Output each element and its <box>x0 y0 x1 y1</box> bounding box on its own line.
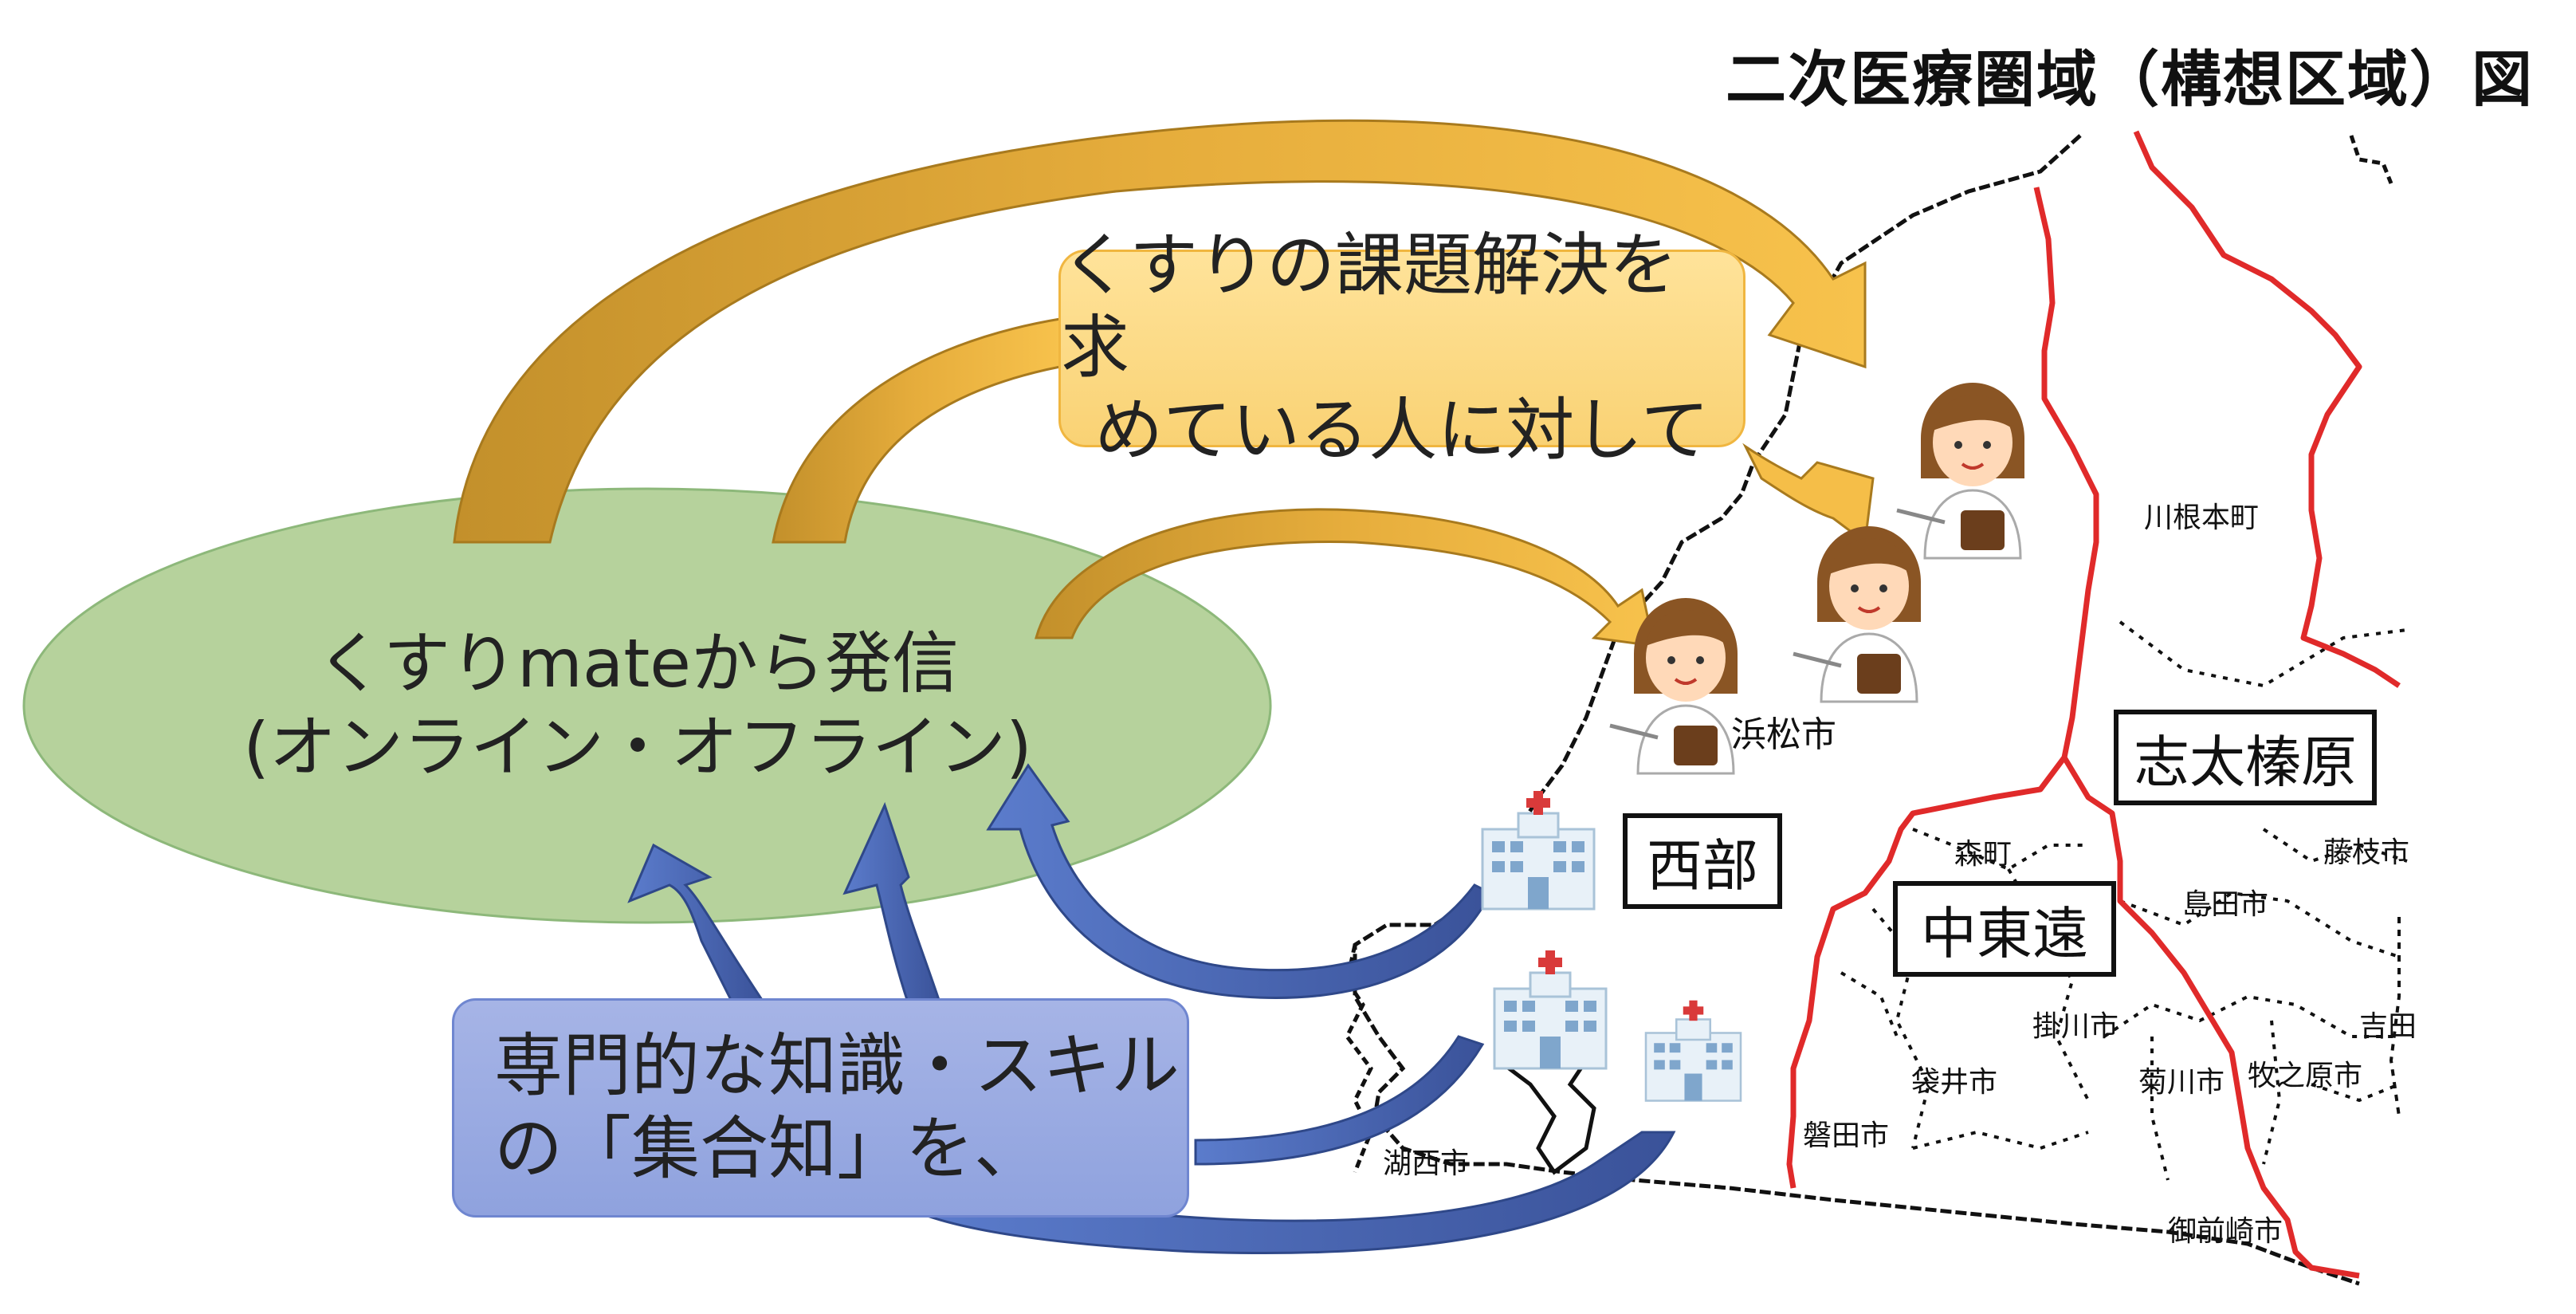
blue-arrows <box>627 763 1676 1254</box>
map-outline <box>1353 134 2360 1286</box>
gold-arrow-medium <box>772 317 1062 544</box>
region-shida: 志太榛原 <box>2114 710 2377 805</box>
knowledge-callout-line-2: の「集合知」を、 <box>494 1108 1043 1189</box>
gold-arrow-large <box>453 119 1867 544</box>
ellipse-line-1: くすりmateから発信 <box>316 624 959 702</box>
region-seibu: 西部 <box>1623 813 1782 909</box>
target-callout-line-2: めている人に対して <box>1094 390 1710 470</box>
gold-arrows <box>453 119 1875 647</box>
place-morimachi: 森町 <box>1954 838 2012 871</box>
place-hamamatsu: 浜松市 <box>1731 714 1836 755</box>
target-callout: くすりの課題解決を求 めている人に対して <box>1058 226 1745 470</box>
region-chutoen: 中東遠 <box>1893 881 2116 977</box>
place-shimada: 島田市 <box>2182 888 2269 921</box>
place-fujieda: 藤枝市 <box>2323 836 2410 869</box>
blue-arrow-up-2 <box>842 801 943 1006</box>
ellipse-label: くすりmateから発信 (オンライン・オフライン) <box>199 614 1076 797</box>
region-boundaries <box>1786 130 2401 1279</box>
place-yoshida: 吉田 <box>2359 1010 2417 1043</box>
hospital-icon <box>1493 950 1608 1070</box>
place-kawanehoncho: 川根本町 <box>2144 502 2260 534</box>
map-right-edge <box>2389 917 2401 1117</box>
place-kikugawa: 菊川市 <box>2138 1066 2225 1099</box>
place-omaezaki: 御前崎市 <box>2168 1215 2283 1248</box>
blue-arrow-1 <box>986 763 1493 999</box>
place-iwata: 磐田市 <box>1803 1119 1890 1152</box>
knowledge-callout: 専門的な知識・スキル の「集合知」を、 <box>452 998 1189 1218</box>
prefecture-map <box>1345 130 2408 1286</box>
hospital-icon <box>1481 791 1596 911</box>
lake-hamana <box>1497 1059 1596 1175</box>
map-top-right <box>2349 135 2393 184</box>
blue-arrow-2 <box>1194 1035 1485 1166</box>
page-title: 二次医療圏域（構想区域）図 <box>1726 44 2534 115</box>
hospital-icon <box>1644 1000 1742 1102</box>
pharmacist-icon <box>1793 526 1921 703</box>
pharmacist-icon <box>1896 383 2024 560</box>
place-makinohara: 牧之原市 <box>2248 1060 2363 1092</box>
ellipse-line-2: (オンライン・オフライン) <box>243 708 1032 786</box>
place-fukuroi: 袋井市 <box>1911 1066 1998 1099</box>
blue-arrow-3 <box>916 1131 1676 1254</box>
pharmacist-icon <box>1609 598 1738 775</box>
gold-arrow-medium-tip <box>1742 443 1875 545</box>
place-kakegawa: 掛川市 <box>2032 1010 2119 1043</box>
blue-arrow-up-1 <box>627 843 768 1006</box>
gold-arrow-small <box>1035 508 1655 647</box>
place-kosai: 湖西市 <box>1383 1147 1470 1180</box>
target-callout-line-1: くすりの課題解決を求 <box>1061 226 1678 388</box>
origin-ellipse <box>22 487 1272 924</box>
knowledge-callout-line-1: 専門的な知識・スキル <box>494 1026 1180 1107</box>
municipal-boundaries <box>1840 620 2408 1181</box>
